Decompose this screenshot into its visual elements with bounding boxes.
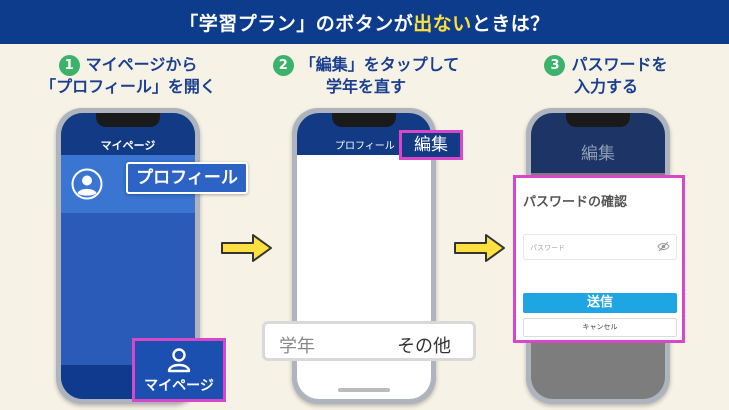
password-placeholder: パスワード [530, 244, 565, 252]
grade-select[interactable]: その他 [397, 336, 451, 357]
password-input[interactable]: パスワード [523, 234, 677, 260]
eye-off-icon[interactable] [657, 241, 670, 252]
dialog-title: パスワードの確認 [523, 195, 628, 210]
header-title-suffix: ときは？ [471, 12, 550, 35]
mypage-tab-label: マイページ [144, 378, 214, 394]
grade-field[interactable]: 学年 その他 [262, 321, 476, 361]
right-arrow-icon [454, 234, 505, 262]
step-2-line2: 学年を直す [325, 77, 406, 96]
step-3-heading: 3 パスワードを 入力する [506, 54, 706, 98]
step-2-line1: 「編集」をタップして [299, 55, 460, 74]
step-3-line2: 入力する [573, 77, 638, 96]
cancel-button[interactable]: キャンセル [523, 318, 677, 337]
send-button[interactable]: 送信 [523, 293, 677, 313]
step-1-number: 1 [58, 55, 80, 76]
grade-label: 学年 [279, 336, 315, 357]
user-circle-icon [71, 168, 103, 200]
step-2-heading: 2 「編集」をタップして 学年を直す [256, 54, 476, 98]
header-title-highlight: 出ない [413, 12, 472, 35]
mypage-tab-button[interactable]: マイページ [132, 338, 226, 402]
home-indicator [338, 388, 390, 392]
edit-button[interactable]: 編集 [399, 130, 463, 160]
header-title-prefix: 「学習プラン」のボタンが [179, 12, 414, 35]
page-header: 「学習プラン」のボタンが出ないときは？ [0, 0, 729, 44]
step-3-number: 3 [544, 55, 566, 76]
step-1-heading: 1 マイページから 「プロフィール」を開く [22, 54, 234, 98]
person-icon [167, 348, 191, 373]
password-dialog: パスワードの確認 パスワード 送信 キャンセル [513, 175, 685, 343]
step-1-line1: マイページから [85, 55, 198, 74]
step-2-number: 2 [272, 55, 294, 76]
phone-notch [96, 113, 160, 127]
step-3-line1: パスワードを [571, 55, 668, 74]
right-arrow-icon [221, 234, 272, 262]
phone-notch [566, 113, 630, 127]
phone-notch [332, 113, 396, 127]
profile-button[interactable]: プロフィール [126, 162, 248, 194]
step-1-line2: 「プロフィール」を開く [40, 77, 216, 96]
